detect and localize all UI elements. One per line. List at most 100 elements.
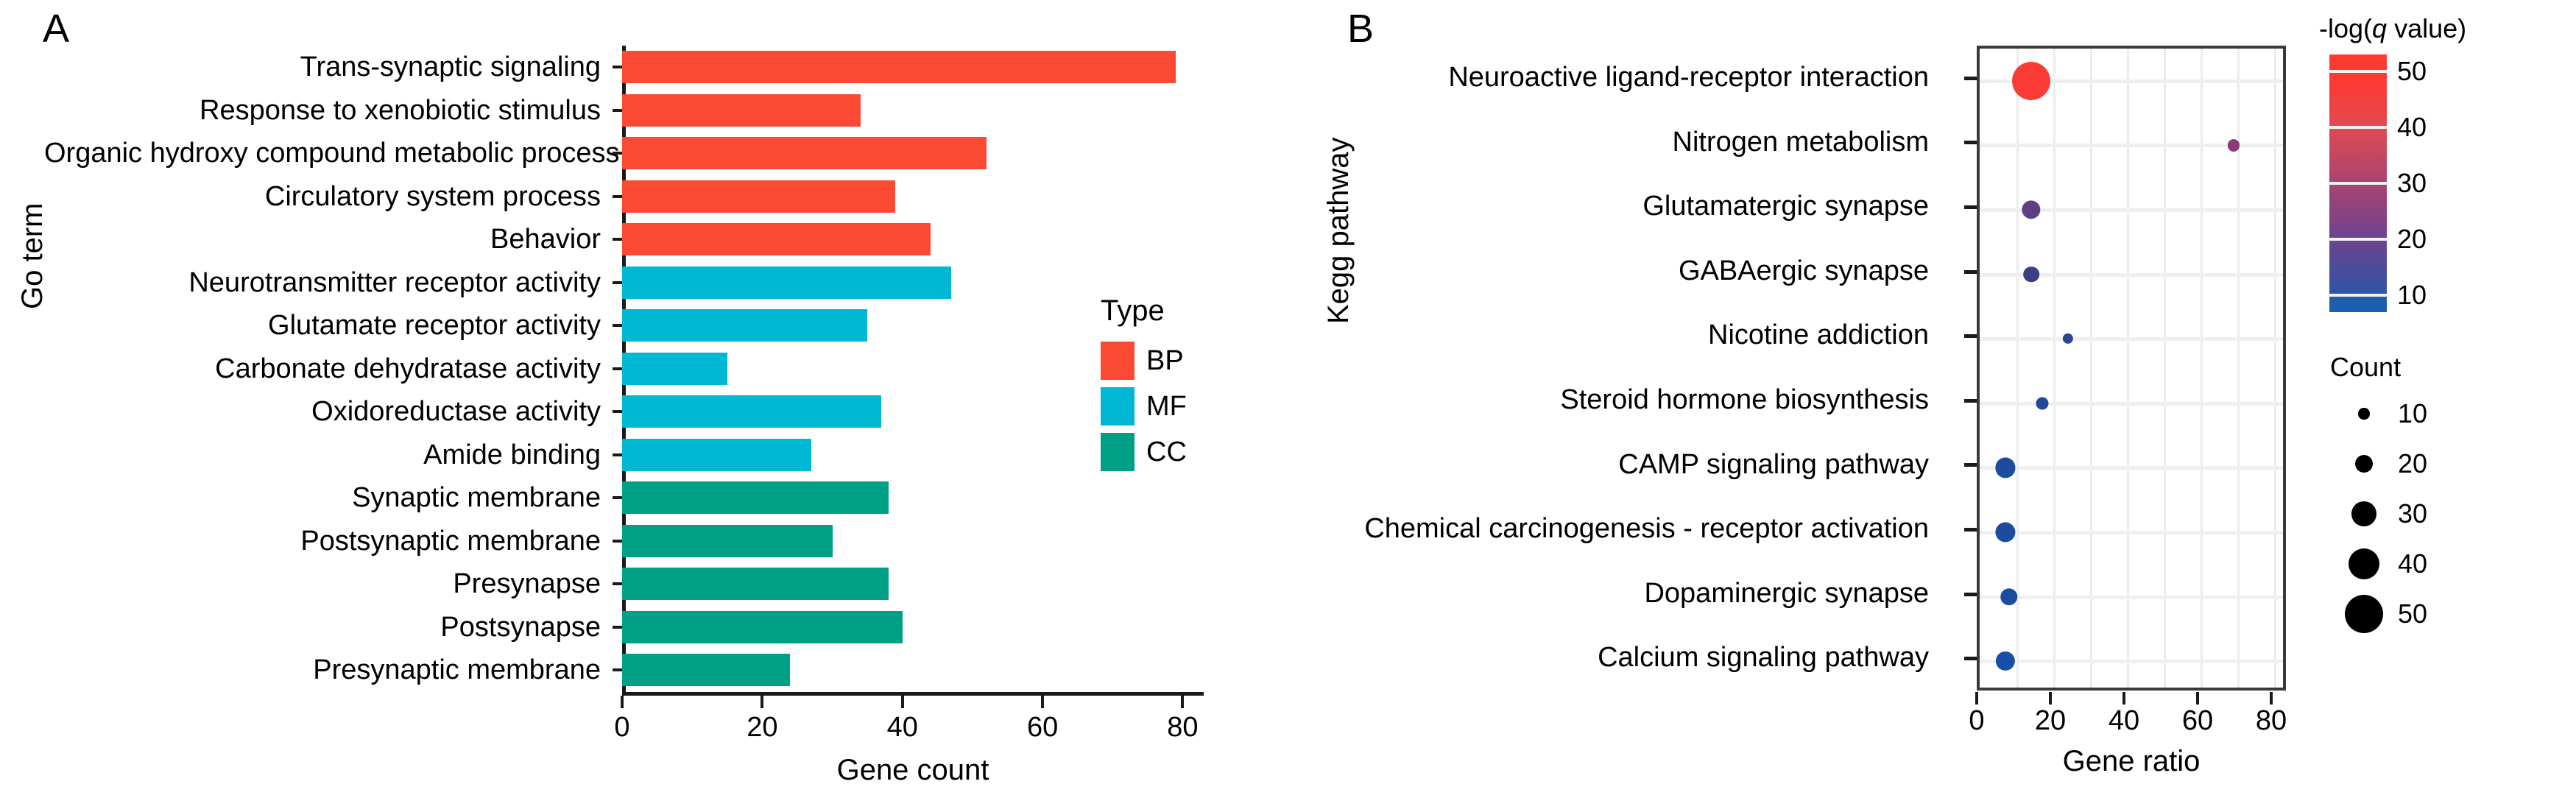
panel-a-category-label: Carbonate dehydratase activity	[215, 353, 601, 384]
size-legend-dot-icon	[2351, 501, 2376, 526]
panel-b-gridline-vertical	[2201, 49, 2203, 688]
panel-b-gridline-vertical	[2053, 49, 2055, 688]
panel-b-category-label: Glutamatergic synapse	[1642, 191, 1929, 222]
panel-a-legend-item[interactable]: BP	[1101, 338, 1187, 384]
panel-a-x-tick-label: 20	[747, 712, 778, 743]
panel-b-size-legend-label: 30	[2398, 498, 2428, 529]
panel-a-x-tick-label: 40	[886, 712, 918, 743]
panel-b-size-legend-label: 10	[2398, 398, 2428, 428]
panel-b-x-tick-label: 20	[2034, 705, 2067, 736]
panel-a-category-label: Oxidoreductase activity	[311, 396, 601, 427]
panel-a-letter: A	[43, 7, 70, 51]
panel-b-gridline-horizontal	[1980, 401, 2283, 406]
panel-b-category-label: Steroid hormone biosynthesis	[1560, 384, 1929, 415]
panel-b-size-legend-item[interactable]: 50	[2330, 589, 2427, 639]
panel-a-row-tick	[613, 410, 622, 414]
size-legend-dot-box	[2330, 548, 2398, 580]
colorbar-tick-label: 30	[2397, 168, 2427, 198]
panel-b-gridline-horizontal	[1980, 79, 2283, 83]
panel-b-data-point	[2023, 266, 2039, 283]
panel-a-x-tick-label: 60	[1026, 712, 1059, 743]
panel-b-size-legend-item[interactable]: 20	[2330, 439, 2427, 489]
panel-b-row-tick	[1964, 657, 1977, 661]
panel-a-bar	[622, 568, 889, 601]
panel-a-category-label: Synaptic membrane	[352, 482, 601, 513]
panel-b-size-legend-item[interactable]: 40	[2330, 539, 2427, 589]
panel-b-gridline-horizontal	[1980, 595, 2283, 599]
panel-a-bar	[622, 438, 811, 471]
panel-b-data-point	[2000, 587, 2018, 606]
panel-b: B Kegg pathway Neuroactive ligand-recept…	[1296, 0, 2576, 798]
panel-b-size-legend-item[interactable]: 30	[2330, 489, 2427, 539]
legend-swatch-icon	[1101, 342, 1135, 380]
panel-b-size-legend-title: Count	[2330, 352, 2402, 382]
panel-a-row-tick	[613, 238, 622, 241]
panel-b-gridline-vertical	[2237, 49, 2240, 688]
panel-b-gridline-horizontal	[1980, 144, 2283, 148]
panel-a-row-tick	[613, 668, 622, 672]
panel-b-row-tick	[1964, 398, 1977, 403]
panel-a-bar	[622, 266, 952, 299]
panel-b-row-tick	[1964, 592, 1977, 596]
panel-b-size-legend-label: 20	[2398, 448, 2428, 479]
colorbar-tick	[2329, 238, 2387, 241]
panel-b-data-point	[2036, 397, 2049, 410]
panel-b-category-label: Dopaminergic synapse	[1644, 577, 1929, 609]
panel-b-x-tick-label: 0	[1969, 705, 1985, 736]
panel-a-category-label: Neurotransmitter receptor activity	[188, 266, 601, 298]
panel-b-x-tick-label: 40	[2108, 705, 2140, 736]
panel-a-category-label: Presynapse	[453, 568, 601, 599]
panel-a-bar	[622, 309, 868, 342]
panel-a-row-tick	[613, 539, 622, 543]
colorbar-tick-label: 50	[2397, 55, 2427, 86]
panel-a-legend-title: Type	[1101, 294, 1165, 327]
colorbar-tick	[2329, 294, 2387, 297]
panel-a-bar	[622, 223, 931, 256]
panel-a-bar	[622, 524, 833, 557]
panel-a-legend-label: CC	[1146, 436, 1187, 467]
panel-b-data-point	[2012, 61, 2050, 100]
panel-b-row-tick	[1964, 141, 1977, 145]
legend-swatch-icon	[1101, 433, 1135, 471]
panel-a-x-tick	[1041, 696, 1045, 708]
panel-a-legend-item[interactable]: MF	[1101, 384, 1187, 429]
panel-a-x-tick	[1181, 696, 1185, 708]
panel-b-data-point	[2022, 200, 2041, 219]
panel-b-gridline-horizontal	[1980, 466, 2283, 470]
colorbar-tick-label: 10	[2397, 280, 2427, 311]
color-legend-title-prefix: -log(	[2319, 13, 2373, 43]
panel-b-category-label: Calcium signaling pathway	[1598, 642, 1929, 674]
panel-b-size-legend: Count 10 20 30 40 50	[2330, 352, 2427, 639]
panel-b-x-tick	[2196, 692, 2199, 705]
panel-a-category-label: Organic hydroxy compound metabolic proce…	[44, 138, 620, 169]
panel-a-bar	[622, 93, 861, 127]
panel-a-legend-label: BP	[1146, 345, 1184, 376]
panel-b-gridline-horizontal	[1980, 337, 2283, 342]
panel-a-bar	[622, 180, 896, 213]
panel-b-x-tick-label: 60	[2181, 705, 2214, 736]
size-legend-dot-box	[2330, 454, 2398, 473]
panel-b-x-tick	[2122, 692, 2125, 705]
panel-b-row-tick	[1964, 463, 1977, 467]
panel-a-legend-item[interactable]: CC	[1101, 429, 1187, 475]
panel-b-x-tick-label: 80	[2255, 705, 2287, 736]
panel-b-gridline-vertical	[2274, 49, 2276, 688]
panel-a-x-tick	[761, 696, 764, 708]
panel-a-bar	[622, 481, 889, 515]
colorbar-tick	[2329, 125, 2387, 129]
panel-b-category-label: Nicotine addiction	[1708, 319, 1929, 351]
panel-b-size-legend-label: 40	[2398, 548, 2428, 579]
panel-a-category-label: Response to xenobiotic stimulus	[200, 94, 601, 126]
panel-b-plot-area	[1977, 46, 2286, 691]
panel-b-size-legend-item[interactable]: 10	[2330, 389, 2427, 439]
colorbar-tick	[2329, 182, 2387, 185]
panel-b-row-tick	[1964, 334, 1977, 339]
size-legend-dot-box	[2330, 408, 2398, 420]
panel-a-row-tick	[613, 280, 622, 284]
panel-b-data-point	[2062, 333, 2074, 345]
panel-a-row-tick	[613, 582, 622, 586]
